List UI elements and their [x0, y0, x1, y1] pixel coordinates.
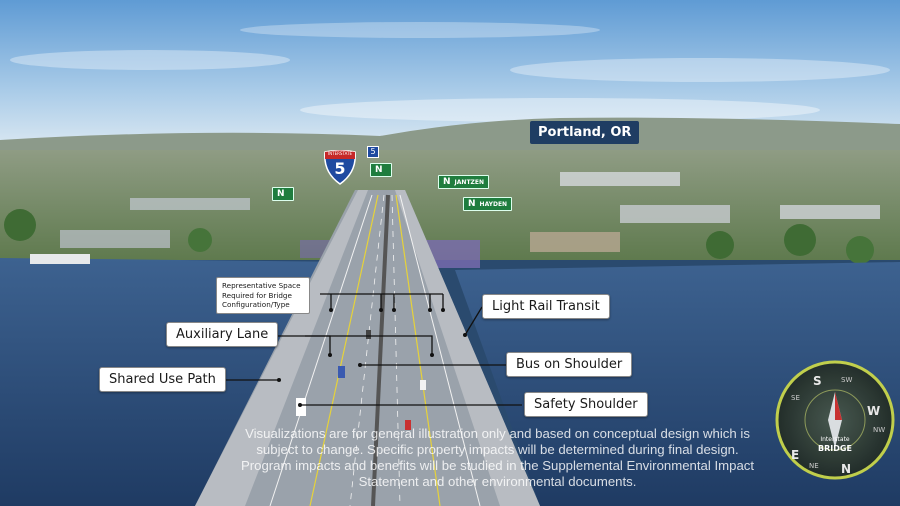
- city-label: Portland, OR: [530, 121, 640, 144]
- callout-shared-use-path: Shared Use Path: [99, 367, 226, 392]
- shield-route-number: 5: [334, 159, 346, 178]
- logo-line1: Interstate: [820, 436, 850, 443]
- logo-line2: BRIDGE: [818, 444, 852, 453]
- bridge-deck: [195, 190, 540, 506]
- compass-labels: S SW SE W NW E NE N Interstate BRIDGE: [777, 362, 893, 478]
- callout-leader-lines: [222, 293, 522, 406]
- highway-sign-west: N: [272, 187, 294, 201]
- compass-n: N: [841, 462, 852, 476]
- callout-safety-shoulder: Safety Shoulder: [524, 392, 648, 417]
- compass-nw: NW: [873, 426, 886, 434]
- compass-e: E: [791, 448, 800, 462]
- compass-s: S: [813, 374, 822, 388]
- callout-auxiliary-lane: Auxiliary Lane: [166, 322, 279, 347]
- distant-hills: [0, 117, 900, 160]
- compass-w: W: [867, 404, 881, 418]
- compass-sw: SW: [841, 376, 853, 384]
- boat: [30, 254, 90, 264]
- compass: [775, 360, 895, 480]
- callout-bus-on-shoulder: Bus on Shoulder: [506, 352, 633, 377]
- callout-light-rail-transit: Light Rail Transit: [482, 294, 610, 319]
- interstate-shield-icon: [324, 150, 356, 185]
- small-shield-icon: 5: [367, 146, 379, 158]
- compass-se: SE: [791, 394, 800, 402]
- compass-ne: NE: [809, 462, 819, 470]
- shield-top-text: INTERSTATE: [328, 151, 352, 156]
- highway-sign-center: N: [370, 163, 392, 177]
- callout-representative-space: Representative Space Required for Bridge…: [216, 277, 310, 314]
- disclaimer-text: Visualizations are for general illustrat…: [240, 426, 755, 489]
